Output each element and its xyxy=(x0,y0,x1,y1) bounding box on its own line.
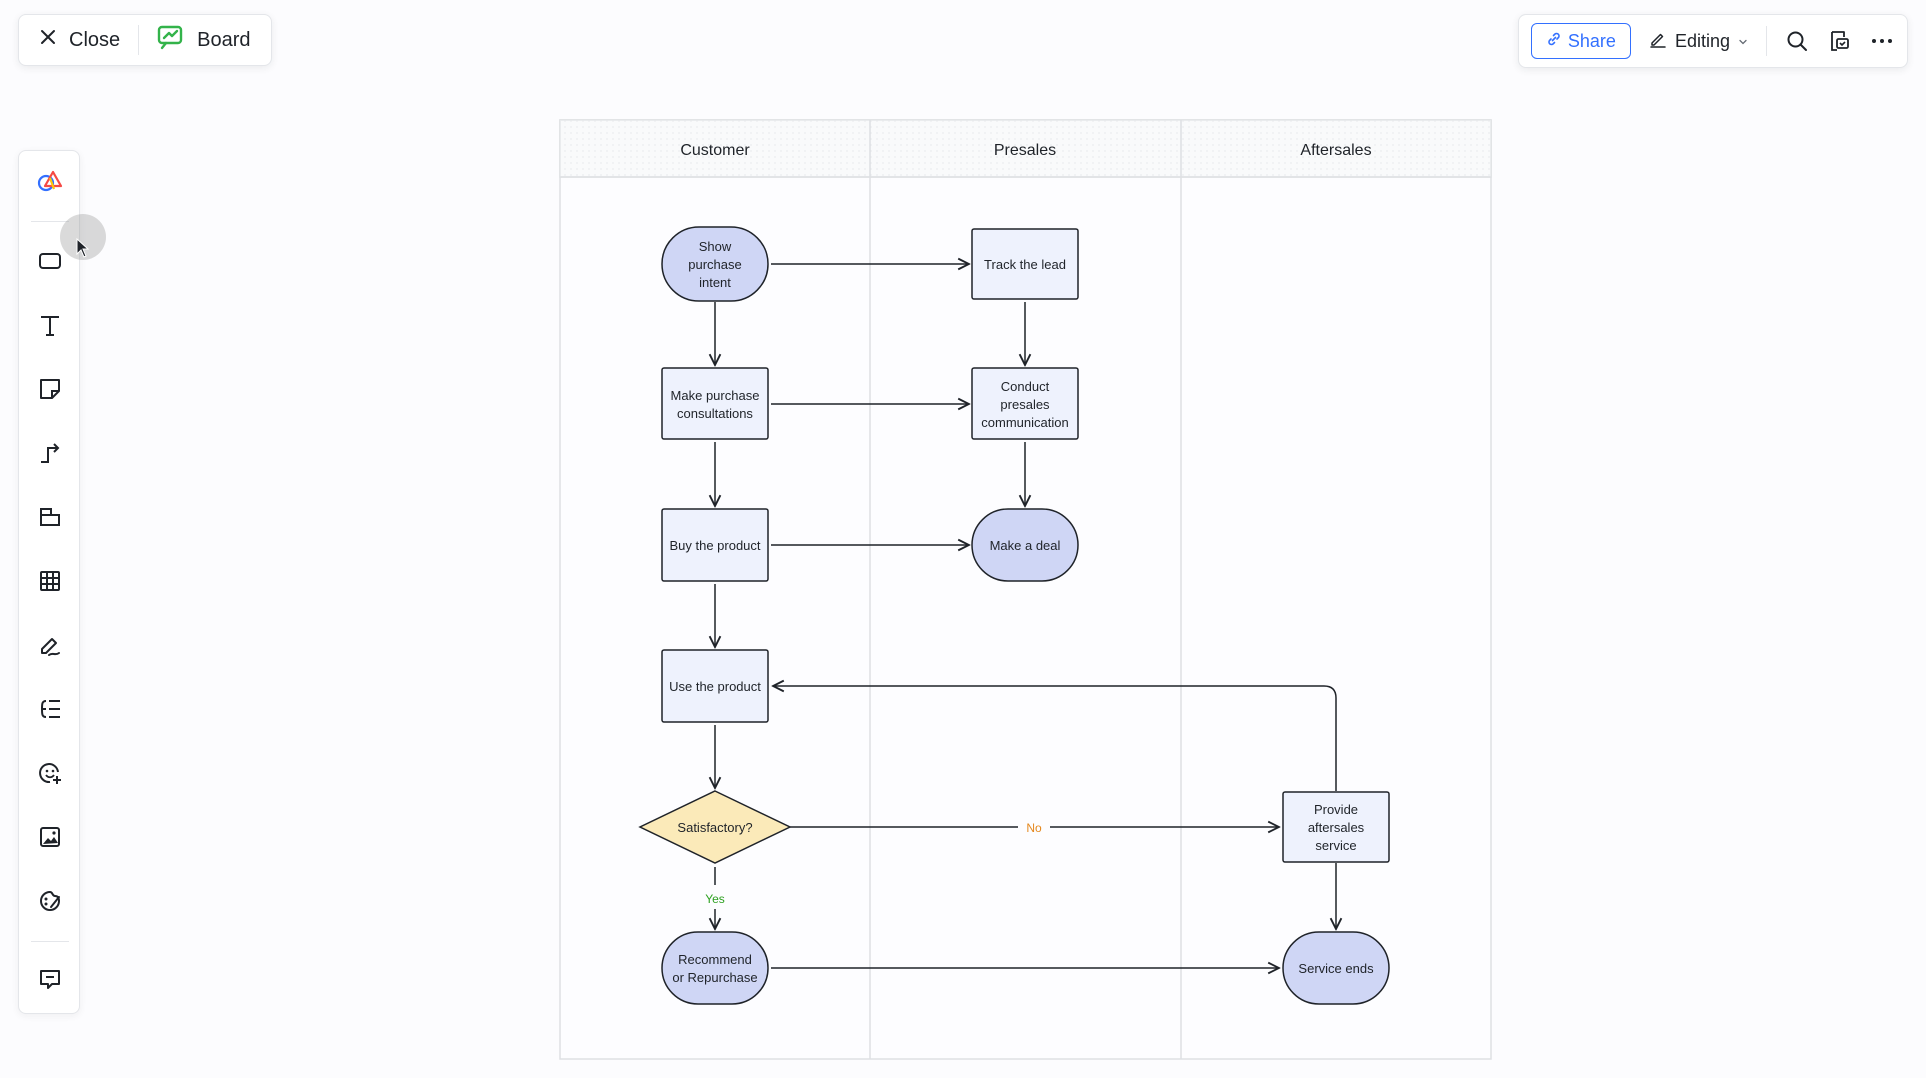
share-button[interactable]: Share xyxy=(1530,23,1631,59)
board-button[interactable]: Board xyxy=(157,24,251,56)
svg-text:Service ends: Service ends xyxy=(1298,961,1374,976)
svg-text:Make a deal: Make a deal xyxy=(990,538,1061,553)
node-satisfactory-decision[interactable]: Satisfactory? xyxy=(638,790,792,864)
present-icon[interactable] xyxy=(1827,29,1851,53)
node-show-purchase-intent[interactable]: Show purchase intent xyxy=(661,226,769,302)
svg-text:Conduct: Conduct xyxy=(1001,379,1050,394)
shapes-logo-icon[interactable] xyxy=(32,163,68,199)
editing-label: Editing xyxy=(1674,30,1730,51)
sticky-note-icon[interactable] xyxy=(32,371,68,407)
node-use-the-product[interactable]: Use the product xyxy=(661,649,769,723)
sidebar-divider xyxy=(31,941,69,942)
node-buy-the-product[interactable]: Buy the product xyxy=(661,508,769,582)
comment-icon[interactable] xyxy=(32,961,68,997)
image-icon[interactable] xyxy=(32,819,68,855)
mouse-cursor-icon xyxy=(76,237,90,263)
svg-text:Satisfactory?: Satisfactory? xyxy=(677,820,752,835)
sidebar-divider xyxy=(31,221,69,222)
svg-text:presales: presales xyxy=(1000,397,1050,412)
toolbar-divider xyxy=(138,25,140,55)
node-recommend-or-repurchase[interactable]: Recommend or Repurchase xyxy=(661,931,769,1005)
close-icon xyxy=(39,28,57,52)
frame-icon[interactable] xyxy=(32,499,68,535)
svg-text:Track the lead: Track the lead xyxy=(984,257,1066,272)
search-icon[interactable] xyxy=(1785,29,1809,53)
svg-text:Buy the product: Buy the product xyxy=(669,538,760,553)
style-icon[interactable] xyxy=(32,883,68,919)
node-service-ends[interactable]: Service ends xyxy=(1282,931,1390,1005)
lane-header-presales: Presales xyxy=(994,142,1056,159)
node-conduct-presales-communication[interactable]: Conduct presales communication xyxy=(971,367,1079,440)
close-label: Close xyxy=(69,28,121,51)
toolbar-divider xyxy=(1766,26,1767,56)
flow-edges xyxy=(715,264,1336,968)
rectangle-icon[interactable] xyxy=(32,243,68,279)
board-label: Board xyxy=(197,28,251,51)
top-left-toolbar: Close Board xyxy=(18,14,272,66)
edge-aftersales-to-use xyxy=(773,686,1337,791)
close-button[interactable]: Close xyxy=(39,28,120,52)
node-make-a-deal[interactable]: Make a deal xyxy=(971,508,1079,582)
share-label: Share xyxy=(1567,30,1616,51)
editing-mode-dropdown[interactable]: Editing xyxy=(1649,30,1748,53)
pen-icon[interactable] xyxy=(32,627,68,663)
top-right-toolbar: Share Editing xyxy=(1517,14,1908,68)
svg-text:or Repurchase: or Repurchase xyxy=(672,970,757,985)
svg-text:Make purchase: Make purchase xyxy=(671,388,760,403)
pencil-icon xyxy=(1649,30,1667,53)
svg-text:aftersales: aftersales xyxy=(1308,820,1365,835)
svg-text:communication: communication xyxy=(981,415,1068,430)
lane-header-aftersales: Aftersales xyxy=(1300,142,1371,159)
lane-header-customer: Customer xyxy=(680,142,750,159)
board-icon xyxy=(157,24,185,56)
svg-text:Recommend: Recommend xyxy=(678,952,752,967)
svg-text:Provide: Provide xyxy=(1314,802,1358,817)
svg-text:consultations: consultations xyxy=(677,406,753,421)
node-provide-aftersales-service[interactable]: Provide aftersales service xyxy=(1282,791,1390,863)
connector-icon[interactable] xyxy=(32,435,68,471)
svg-text:intent: intent xyxy=(699,275,731,290)
node-track-the-lead[interactable]: Track the lead xyxy=(971,228,1079,300)
node-make-purchase-consultations[interactable]: Make purchase consultations xyxy=(661,367,769,440)
svg-text:Show: Show xyxy=(699,239,732,254)
svg-text:service: service xyxy=(1315,838,1356,853)
tool-sidebar xyxy=(18,150,80,1014)
edge-label-no: No xyxy=(1026,821,1042,835)
edge-label-yes: Yes xyxy=(705,892,725,906)
link-icon xyxy=(1546,31,1562,52)
text-icon[interactable] xyxy=(32,307,68,343)
svg-text:Use the product: Use the product xyxy=(669,679,761,694)
more-icon[interactable] xyxy=(1869,29,1895,53)
svg-text:purchase: purchase xyxy=(688,257,741,272)
mindmap-icon[interactable] xyxy=(32,691,68,727)
table-icon[interactable] xyxy=(32,563,68,599)
chevron-down-icon xyxy=(1738,31,1748,52)
sticker-icon[interactable] xyxy=(32,755,68,791)
